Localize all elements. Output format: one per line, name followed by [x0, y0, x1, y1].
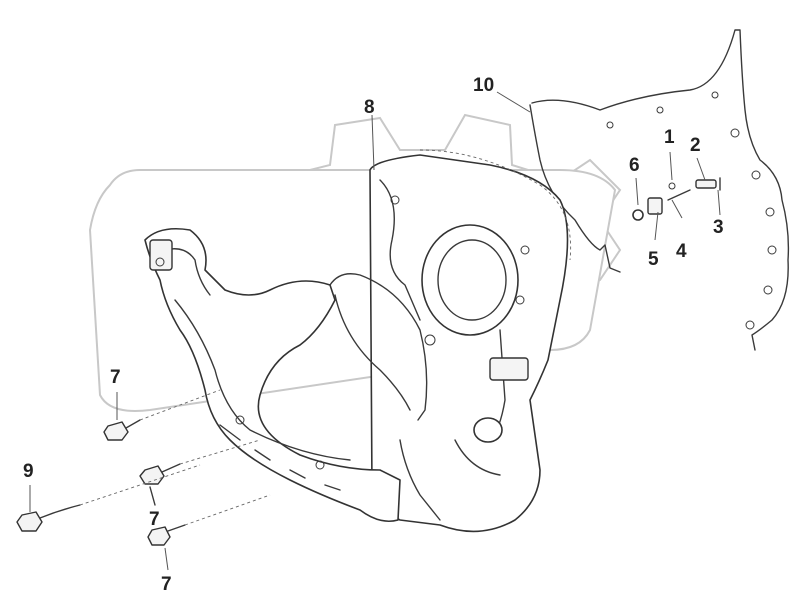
callout-7-lower: 7 [161, 574, 172, 595]
callout-1: 1 [664, 127, 675, 148]
timing-cover-part [329, 114, 572, 533]
leader-8 [371, 114, 375, 171]
fastener-group [16, 389, 271, 571]
callout-4: 4 [676, 241, 687, 262]
callout-9: 9 [23, 461, 34, 482]
small-parts-cluster [632, 151, 721, 241]
lower-cover-part [144, 227, 401, 523]
leader-10 [496, 91, 531, 113]
callout-5: 5 [648, 249, 659, 270]
callout-10: 10 [473, 75, 495, 96]
callout-7-middle: 7 [149, 509, 160, 530]
callout-8: 8 [364, 97, 375, 118]
callout-2: 2 [690, 135, 701, 156]
callout-7-upper: 7 [110, 367, 121, 388]
gasket-part [496, 29, 790, 351]
callout-6: 6 [629, 155, 640, 176]
callout-3: 3 [713, 217, 724, 238]
